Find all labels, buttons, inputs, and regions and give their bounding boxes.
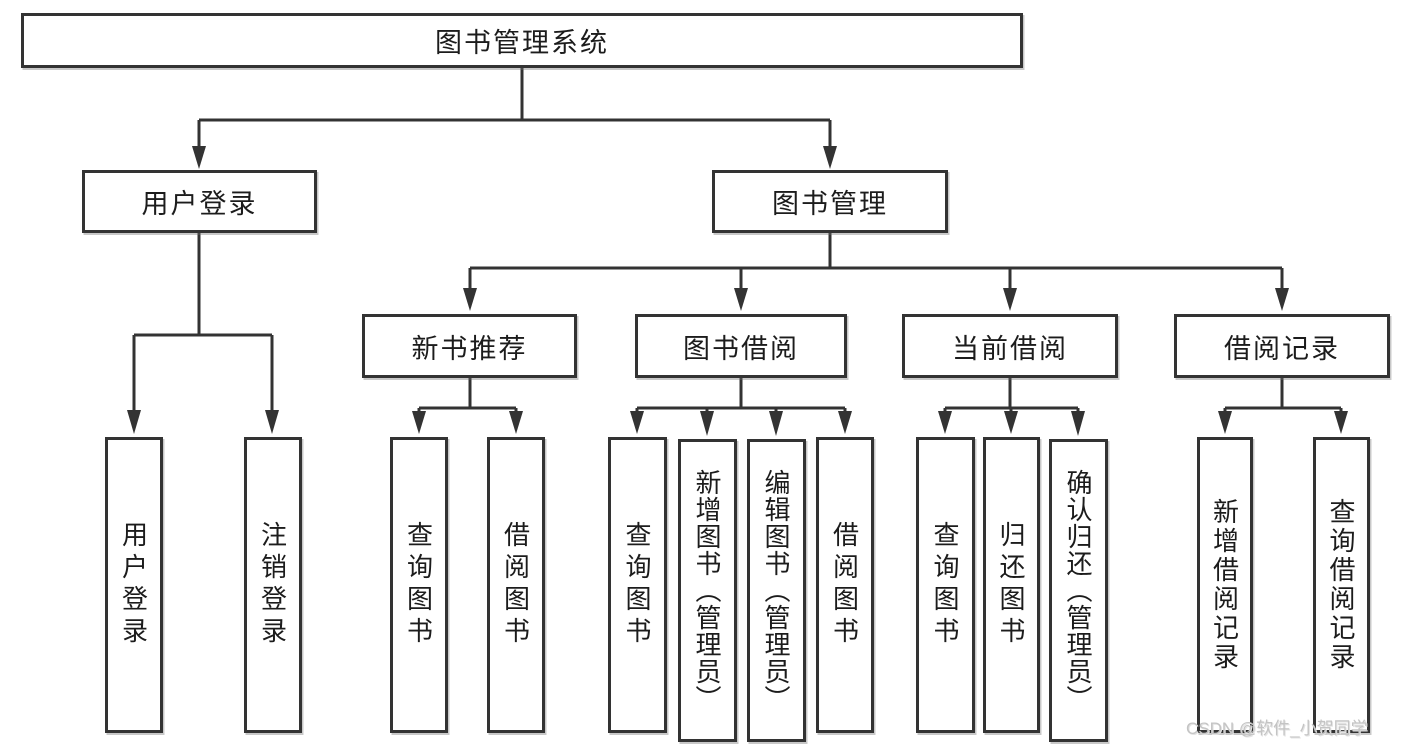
node-label: 当前借阅 xyxy=(952,333,1068,364)
leaf-query-books-2: 查询图书 xyxy=(608,437,667,733)
node-label: 查询图书 xyxy=(403,521,434,649)
leaf-borrow-books-2: 借阅图书 xyxy=(816,437,874,733)
leaf-add-borrow-record: 新增借阅记录 xyxy=(1197,437,1253,733)
node-label: 用户登录 xyxy=(118,521,149,649)
node-label: 新书推荐 xyxy=(411,333,528,364)
node-label: 借阅图书 xyxy=(829,521,860,649)
node-book-borrow: 图书借阅 xyxy=(635,314,847,378)
node-label: 确认归还（管理员） xyxy=(1063,469,1093,712)
node-label: 图书管理 xyxy=(772,189,888,219)
node-new-book-recommend: 新书推荐 xyxy=(362,314,577,378)
node-label: 归还图书 xyxy=(996,521,1026,649)
node-current-borrow: 当前借阅 xyxy=(902,314,1118,378)
leaf-logout: 注销登录 xyxy=(244,437,302,733)
csdn-watermark: CSDN @软件_小贺同学 xyxy=(1186,719,1368,738)
node-root: 图书管理系统 xyxy=(21,13,1023,68)
node-label: 图书借阅 xyxy=(683,333,799,364)
node-label: 新增图书（管理员） xyxy=(692,469,722,712)
leaf-query-books-3: 查询图书 xyxy=(916,437,975,733)
leaf-add-book-admin: 新增图书（管理员） xyxy=(678,439,737,742)
leaf-query-borrow-record: 查询借阅记录 xyxy=(1313,437,1370,733)
node-label: 新增借阅记录 xyxy=(1209,498,1240,672)
leaf-user-login: 用户登录 xyxy=(105,437,163,733)
leaf-query-books-1: 查询图书 xyxy=(390,437,448,733)
leaf-return-book: 归还图书 xyxy=(983,437,1040,733)
node-label: 借阅图书 xyxy=(500,521,531,649)
node-user-login: 用户登录 xyxy=(82,170,317,233)
leaf-borrow-books-1: 借阅图书 xyxy=(487,437,545,733)
node-label: 查询图书 xyxy=(622,521,652,649)
node-borrow-records: 借阅记录 xyxy=(1174,314,1390,378)
leaf-edit-book-admin: 编辑图书（管理员） xyxy=(747,439,806,742)
node-book-management: 图书管理 xyxy=(712,170,948,233)
node-label: 编辑图书（管理员） xyxy=(761,469,791,712)
node-label: 查询图书 xyxy=(930,521,960,649)
node-label: 查询借阅记录 xyxy=(1326,498,1356,672)
node-label: 注销登录 xyxy=(257,521,288,649)
leaf-confirm-return-admin: 确认归还（管理员） xyxy=(1049,439,1108,742)
node-label: 图书管理系统 xyxy=(435,28,609,58)
node-label: 借阅记录 xyxy=(1224,333,1340,364)
node-label: 用户登录 xyxy=(141,189,258,219)
